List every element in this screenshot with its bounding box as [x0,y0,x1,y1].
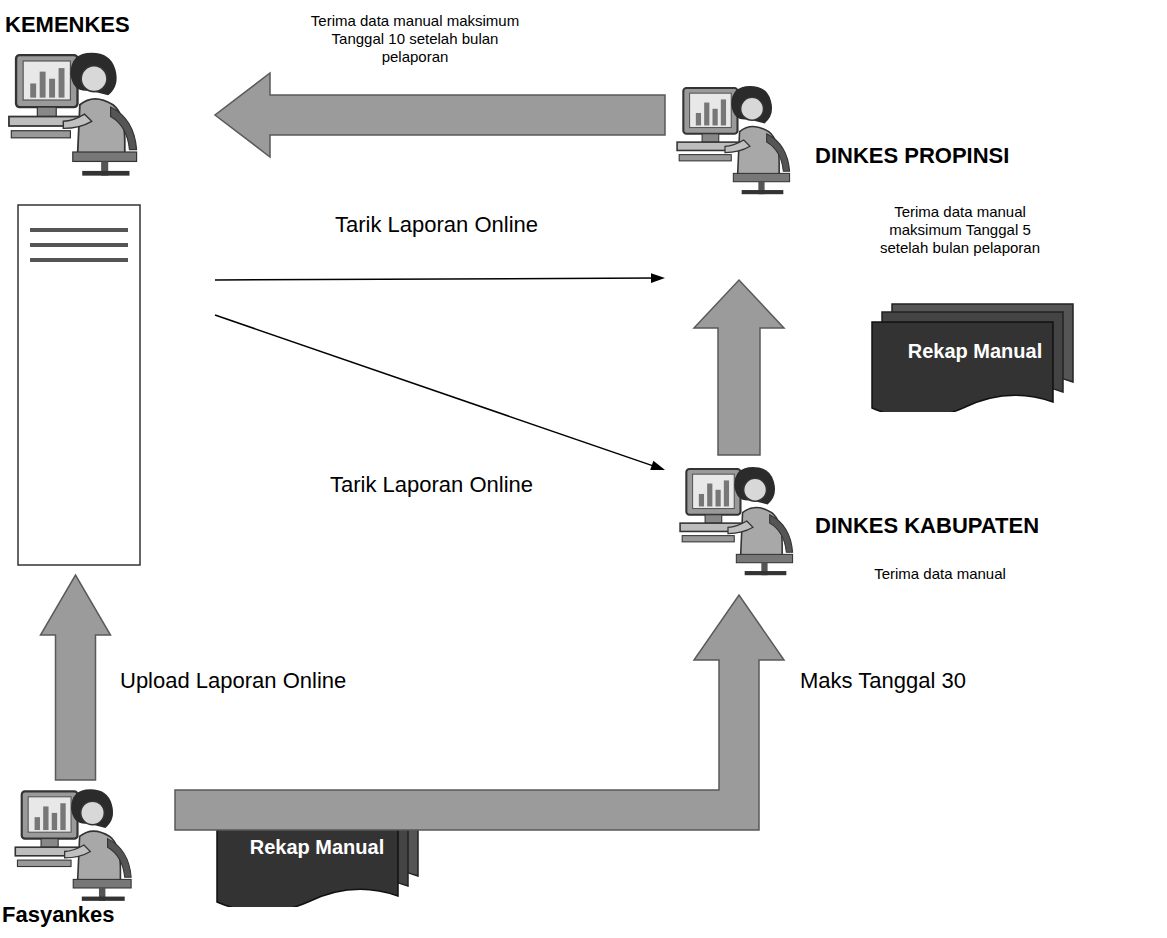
document-label: Rekap Manual [908,340,1042,363]
flow-arrow [215,273,665,283]
organisation-node: DINKES PROPINSI Terima data manual maksim… [665,75,1160,280]
flow-arrow [215,73,665,157]
edge-label: Upload Laporan Online [120,668,346,694]
flow-arrow [694,280,784,455]
organisation-node: DINKES KABUPATEN Terima data manual [665,455,1160,595]
node-title: DINKES KABUPATEN [815,513,1039,539]
edge-label: Tarik Laporan Online [335,212,538,238]
edge-label: Tarik Laporan Online [330,472,533,498]
edge-label: Terima data manual maksimum Tanggal 10 s… [300,12,530,66]
node-title: DINKES PROPINSI [815,143,1009,169]
node-title: KEMENKES [5,12,130,38]
flow-arrow [41,575,111,780]
organisation-node: Fasyankes [0,780,165,935]
organisation-node: KEMENKES [0,0,215,575]
document-label: Rekap Manual [250,836,384,859]
edge-label: Maks Tanggal 30 [800,668,966,694]
node-note: Terima data manual maksimum Tanggal 5 se… [865,203,1055,257]
node-title: Fasyankes [2,902,115,928]
flow-arrow [215,315,665,470]
flow-arrow [175,595,784,830]
server-tower [18,205,140,565]
node-note: Terima data manual [860,565,1020,583]
